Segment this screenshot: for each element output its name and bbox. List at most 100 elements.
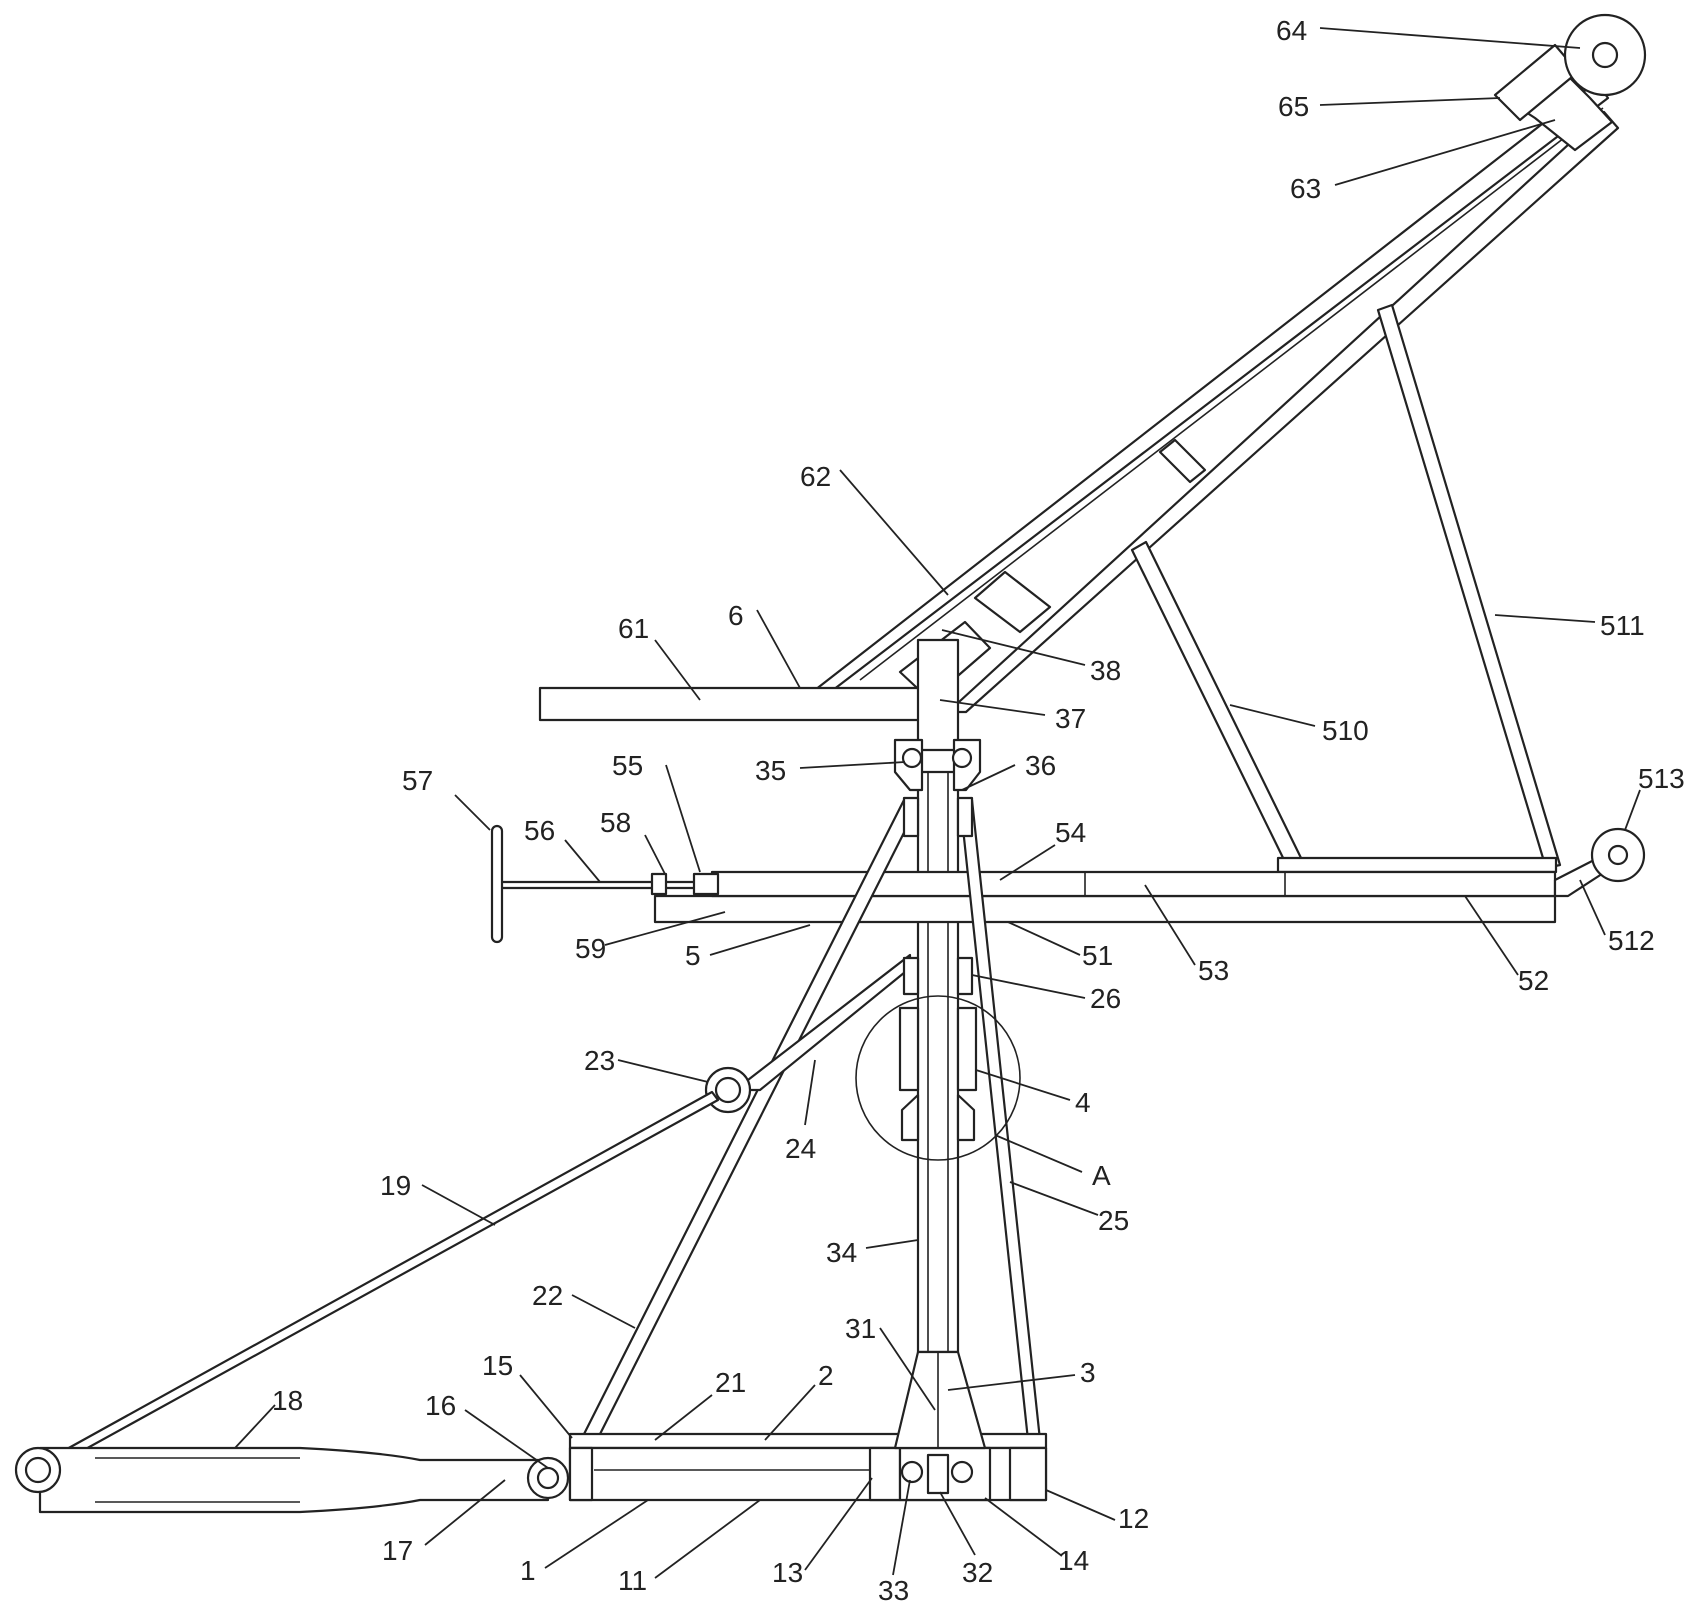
pivot-and-stay — [36, 1066, 752, 1474]
label-14: 14 — [1058, 1545, 1089, 1576]
label-5: 5 — [685, 940, 701, 971]
label-35: 35 — [755, 755, 786, 786]
leader-31 — [879, 1327, 936, 1411]
label-1: 1 — [520, 1555, 536, 1586]
handwheel-57 — [490, 824, 504, 944]
leader-52 — [1464, 895, 1519, 976]
label-63: 63 — [1290, 173, 1321, 204]
roller-36 — [951, 747, 973, 769]
label-15: 15 — [482, 1350, 513, 1381]
label-55: 55 — [612, 750, 643, 781]
leader-61 — [654, 639, 701, 701]
beam-53 — [710, 870, 1557, 898]
arm-18 — [38, 1446, 550, 1514]
detail-a — [855, 995, 1021, 1161]
label-34: 34 — [826, 1237, 857, 1268]
leader-63 — [1334, 119, 1556, 186]
leader-22 — [571, 1294, 636, 1329]
leader-32 — [939, 1491, 976, 1556]
label-2: 2 — [818, 1360, 834, 1391]
label-16: 16 — [425, 1390, 456, 1421]
leader-511 — [1494, 614, 1596, 623]
leader-512 — [1579, 879, 1606, 936]
label-59: 59 — [575, 933, 606, 964]
label-58: 58 — [600, 807, 631, 838]
pad-26-left — [902, 956, 920, 996]
leader-62 — [839, 469, 949, 596]
boom-cross-strut — [973, 570, 1052, 634]
mast-34 — [916, 770, 960, 1354]
leader-5 — [709, 924, 811, 956]
block-13 — [868, 1446, 902, 1502]
label-38: 38 — [1090, 655, 1121, 686]
leader-59 — [604, 911, 726, 946]
label-19: 19 — [380, 1170, 411, 1201]
label-A: A — [1092, 1160, 1111, 1191]
bearing-33-left — [900, 1460, 924, 1484]
label-18: 18 — [272, 1385, 303, 1416]
label-25: 25 — [1098, 1205, 1129, 1236]
base-frame — [568, 1350, 1048, 1502]
label-36: 36 — [1025, 750, 1056, 781]
label-6: 6 — [728, 600, 744, 631]
beam-59 — [653, 894, 1557, 924]
leader-37 — [939, 699, 1046, 716]
strut-510 — [1130, 540, 1305, 872]
label-51: 51 — [1082, 940, 1113, 971]
pulley-64-inner — [1591, 41, 1619, 69]
label-52: 52 — [1518, 965, 1549, 996]
pad-upper-left — [902, 796, 920, 838]
leader-56 — [564, 839, 601, 883]
leader-24 — [804, 1059, 816, 1126]
leader-65 — [1319, 97, 1501, 106]
hinge-16-inner — [536, 1466, 560, 1490]
leader-23 — [617, 1059, 709, 1083]
label-61: 61 — [618, 613, 649, 644]
bearing-33-right — [950, 1460, 974, 1484]
leader-11 — [654, 1499, 761, 1579]
leader-25 — [1009, 1181, 1099, 1216]
rear-truss — [1130, 303, 1562, 874]
leader-34 — [865, 1239, 919, 1249]
upper-clamp — [893, 738, 982, 792]
pad-upper-right — [956, 796, 974, 838]
leader-1 — [544, 1499, 649, 1569]
label-31: 31 — [845, 1313, 876, 1344]
label-11: 11 — [618, 1565, 647, 1596]
label-62: 62 — [800, 461, 831, 492]
label-54: 54 — [1055, 817, 1086, 848]
label-17: 17 — [382, 1535, 413, 1566]
stay-19 — [36, 1090, 720, 1474]
label-512: 512 — [1608, 925, 1655, 956]
leader-510 — [1229, 704, 1316, 727]
leader-35 — [799, 761, 906, 769]
coupling-right — [956, 1093, 976, 1142]
end-12 — [1008, 1446, 1048, 1502]
strut-511 — [1376, 303, 1562, 870]
leader-38 — [941, 629, 1086, 666]
label-23: 23 — [584, 1045, 615, 1076]
leader-3 — [947, 1374, 1076, 1391]
boom-lower-chord — [946, 110, 1620, 714]
seat-61 — [538, 686, 922, 722]
label-3: 3 — [1080, 1357, 1096, 1388]
leader-58 — [644, 834, 666, 875]
leader-33 — [892, 1479, 911, 1576]
block-55 — [692, 872, 720, 896]
leader-2 — [764, 1384, 816, 1441]
nut-58 — [650, 872, 668, 896]
funnel-31 — [893, 1350, 987, 1450]
label-56: 56 — [524, 815, 555, 846]
label-57: 57 — [402, 765, 433, 796]
leader-15 — [519, 1374, 573, 1439]
leader-A — [994, 1134, 1083, 1173]
leader-21 — [654, 1394, 713, 1441]
detail-circle-a — [855, 995, 1021, 1161]
mast-column — [916, 638, 960, 1354]
leader-14 — [984, 1497, 1063, 1557]
label-12: 12 — [1118, 1503, 1149, 1534]
leader-16 — [464, 1409, 549, 1469]
end-pin-inner — [24, 1456, 52, 1484]
label-37: 37 — [1055, 703, 1086, 734]
